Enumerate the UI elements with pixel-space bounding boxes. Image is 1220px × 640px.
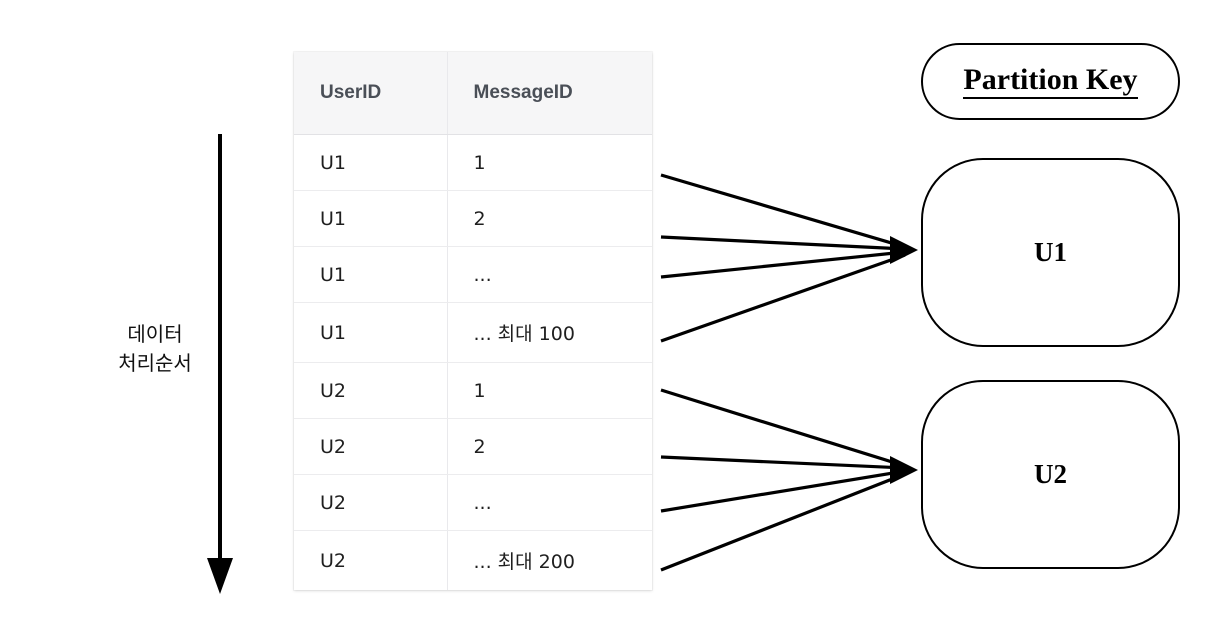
table-row: U2 ... — [294, 474, 652, 531]
table-row: U2 2 — [294, 418, 652, 475]
table-row: U1 ... — [294, 246, 652, 303]
cell-messageid: 2 — [447, 190, 652, 247]
cell-messageid: ... 최대 200 — [473, 551, 575, 573]
table-row: U2 ... 최대 200 — [294, 530, 652, 590]
table-body: U1 1 U1 2 U1 ... U1 ... 최대 100 U2 1 U2 2… — [294, 134, 652, 590]
cell-messageid: 2 — [447, 418, 652, 475]
table-row: U1 2 — [294, 190, 652, 247]
cell-userid: U1 — [294, 134, 448, 191]
records-table: UserID MessageID U1 1 U1 2 U1 ... U1 ...… — [294, 52, 652, 590]
table-row: U1 ... 최대 100 — [294, 302, 652, 363]
partition-key-legend: Partition Key — [921, 43, 1180, 120]
connector-group-u1 — [660, 173, 906, 343]
arrowhead-u2 — [890, 456, 918, 484]
partition-node-u2-label: U2 — [1034, 459, 1067, 489]
table-header-row: UserID MessageID — [294, 52, 652, 135]
cell-userid: U2 — [294, 474, 448, 531]
column-header-userid: UserID — [294, 52, 448, 135]
column-header-messageid: MessageID — [447, 52, 652, 135]
cell-messageid: 1 — [447, 134, 652, 191]
connector-group-u2 — [660, 388, 906, 572]
partition-key-label: Partition Key — [963, 64, 1138, 99]
cell-userid: U2 — [294, 362, 448, 419]
arrowhead-u1 — [890, 236, 918, 264]
data-flow-arrow — [207, 134, 233, 594]
cell-messageid: ... 최대 100 — [447, 302, 652, 363]
cell-userid: U1 — [294, 246, 448, 303]
table-row: U2 1 — [294, 362, 652, 419]
data-flow-label: 데이터 처리순서 — [118, 322, 192, 375]
partition-node-u1-label: U1 — [1034, 237, 1067, 267]
cell-userid: U2 — [294, 530, 448, 590]
table-row: U1 1 — [294, 134, 652, 191]
table-header: UserID MessageID — [294, 52, 652, 135]
cell-messageid: ... — [447, 474, 652, 531]
cell-messageid: 1 — [447, 362, 652, 419]
cell-messageid: ... — [447, 246, 652, 303]
cell-userid: U2 — [294, 418, 448, 475]
cell-userid: U1 — [294, 302, 448, 363]
cell-userid: U1 — [294, 190, 448, 247]
partition-node-u1: U1 — [921, 158, 1180, 347]
partition-node-u2: U2 — [921, 380, 1180, 569]
